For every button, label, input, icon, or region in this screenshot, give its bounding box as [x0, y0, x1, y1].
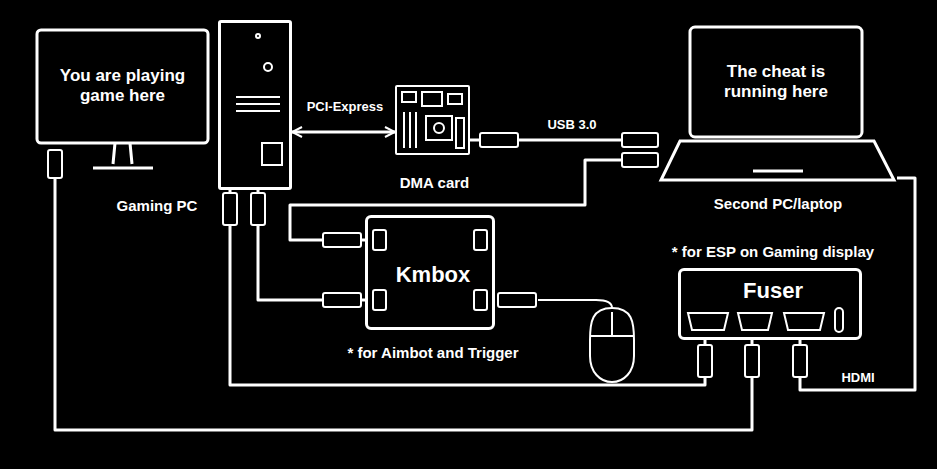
board-slot [409, 112, 411, 148]
hdmi-plug [698, 345, 712, 377]
usb-plug [622, 133, 658, 147]
node-caption: * for Aimbot and Trigger [318, 342, 548, 364]
edge-label: USB 3.0 [543, 117, 600, 132]
hdmi-port [784, 313, 824, 330]
drive-bay [236, 110, 280, 112]
node-label: Kmbox [390, 258, 476, 292]
monitor-stand [93, 143, 153, 168]
edge-label: HDMI [837, 370, 878, 385]
tower-port [262, 143, 282, 165]
laptop-base [661, 141, 894, 180]
edge-label: PCI-Express [303, 99, 388, 114]
hdmi-plug [793, 345, 807, 377]
node-label: DMA card [379, 172, 490, 194]
laptop-drawing [661, 27, 894, 180]
board-chip [422, 92, 442, 106]
usb-plug [480, 133, 518, 147]
usb-port [373, 290, 386, 310]
tower-led [256, 34, 260, 38]
usb-plug [251, 193, 265, 225]
monitor: You are playing game here [35, 28, 210, 178]
fuser: Fuser* for ESP on Gaming display [678, 268, 862, 340]
hdmi-plug [223, 193, 237, 225]
usb-plug [323, 233, 361, 247]
board-connector [456, 118, 464, 148]
laptop-touchpad [753, 170, 803, 173]
node-label: Gaming PC [101, 195, 213, 217]
cable-connector [230, 190, 705, 385]
cable-connector [292, 131, 395, 134]
fpga-mark [434, 123, 444, 133]
mouse-button-split [611, 312, 613, 336]
drive-bay [236, 96, 280, 98]
cable-connector [258, 190, 365, 300]
usb-port [474, 230, 487, 250]
node-caption: Second PC/laptop [678, 193, 878, 215]
usb-plug [622, 153, 658, 167]
board-slot [415, 112, 417, 148]
board-chip [402, 92, 416, 102]
node-label: You are playing game here [45, 34, 200, 138]
laptop: The cheat is running hereSecond PC/lapto… [658, 25, 897, 185]
hdmi-port [738, 313, 772, 330]
board-chip [448, 94, 462, 104]
hdmi-plug [48, 150, 62, 178]
power-button [264, 63, 272, 71]
usb-plug [498, 293, 536, 307]
kmbox: Kmbox* for Aimbot and Trigger [365, 215, 495, 330]
laptop-outline [658, 25, 897, 185]
usb-port [373, 230, 386, 250]
cable-connector [290, 160, 658, 240]
mouse-wire [538, 300, 612, 308]
mouse-button-split [591, 335, 633, 337]
monitor-frame [37, 30, 208, 143]
cable-connector [55, 178, 752, 430]
mouse-body [590, 308, 634, 382]
power-port [835, 308, 843, 332]
gaming-pc-tower: Gaming PC [218, 20, 292, 190]
usb-plug [323, 293, 361, 307]
board-slot [403, 112, 405, 148]
fpga-chip [426, 116, 452, 140]
monitor-drawing [37, 30, 208, 178]
hdmi-plug [745, 345, 759, 377]
hdmi-port [688, 313, 728, 330]
drive-bay [236, 103, 280, 105]
node-label: Fuser [721, 275, 825, 307]
laptop-screen [690, 27, 862, 137]
usb-port [474, 290, 487, 310]
node-label: The cheat is running here [698, 33, 854, 131]
node-caption: * for ESP on Gaming display [641, 241, 905, 263]
dma-card: DMA card [395, 85, 470, 155]
